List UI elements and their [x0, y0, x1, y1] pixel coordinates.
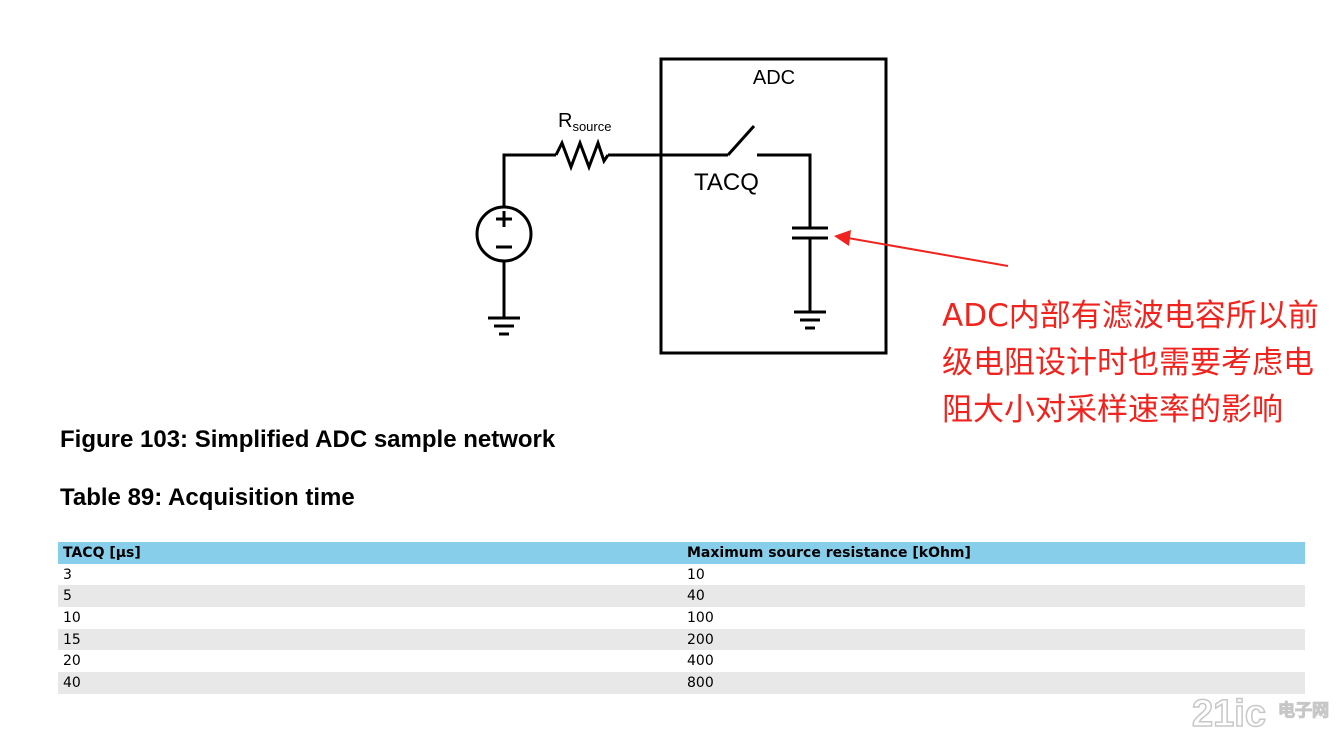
acquisition-time-table: TACQ [µs] Maximum source resistance [kOh… [58, 542, 1305, 694]
annotation-text: ADC内部有滤波电容所以前 级电阻设计时也需要考虑电 阻大小对采样速率的影响 [942, 293, 1342, 434]
table-header-row: TACQ [µs] Maximum source resistance [kOh… [58, 542, 1305, 564]
ground-icon [488, 316, 520, 336]
watermark-main: 21ic [1192, 693, 1266, 732]
circuit-wires [502, 153, 812, 318]
table-row: 3 10 [58, 564, 1305, 586]
figure-caption: Figure 103: Simplified ADC sample networ… [60, 426, 556, 453]
table-cell: 40 [63, 674, 81, 691]
table-row: 15 200 [58, 628, 1305, 651]
table-cell: 15 [63, 631, 81, 648]
annotation-line: 阻大小对采样速率的影响 [942, 392, 1283, 428]
table-cell: 3 [63, 566, 72, 583]
resistor-label: Rsource [558, 110, 611, 134]
switch-label: TACQ [694, 169, 759, 196]
table-row: 40 800 [58, 672, 1305, 694]
ground-icon [794, 310, 826, 330]
table-cell: 10 [687, 566, 705, 583]
voltage-source-icon [475, 205, 533, 263]
table-cell: 40 [687, 588, 705, 605]
watermark-logo: 21ic 电子网 [1192, 692, 1330, 732]
adc-label: ADC [753, 67, 795, 89]
watermark-sub: 电子网 [1278, 700, 1329, 721]
table-cell: 10 [63, 609, 81, 626]
table-row: 5 40 [58, 585, 1305, 608]
table-cell: 800 [687, 674, 714, 691]
annotation-arrow-icon [834, 230, 1009, 267]
adc-sample-network-diagram: ADC Rsource TACQ [475, 57, 1009, 355]
table-cell: 400 [687, 653, 714, 670]
table-cell: 200 [687, 631, 714, 648]
table-caption: Table 89: Acquisition time [60, 484, 355, 511]
column-header-tacq: TACQ [µs] [63, 544, 141, 561]
table-cell: 100 [687, 609, 714, 626]
table-cell: 20 [63, 653, 81, 670]
adc-block [659, 57, 888, 355]
table-cell: 5 [63, 588, 72, 605]
annotation-line: 级电阻设计时也需要考虑电 [942, 345, 1314, 381]
annotation-line: ADC内部有滤波电容所以前 [942, 298, 1319, 334]
table-row: 20 400 [58, 650, 1305, 672]
column-header-resistance: Maximum source resistance [kOhm] [687, 544, 971, 561]
switch-icon [726, 124, 756, 157]
resistor-icon [554, 138, 610, 172]
table-row: 10 100 [58, 607, 1305, 629]
capacitor-icon [792, 226, 828, 240]
